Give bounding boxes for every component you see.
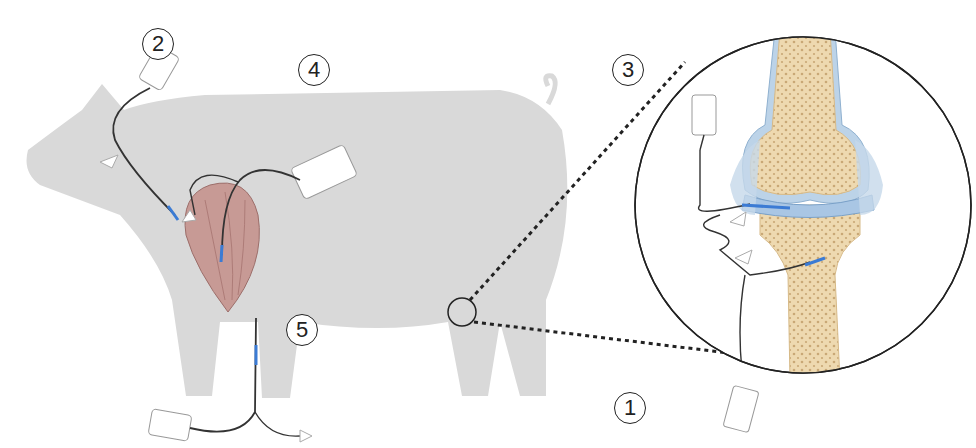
callout-number: 1: [614, 392, 646, 424]
callout-number: 3: [612, 54, 644, 86]
implant-device: [100, 45, 180, 220]
heart: [185, 183, 259, 312]
callout-number: 2: [142, 28, 174, 60]
pig-tail: [546, 76, 555, 104]
implant-device: [723, 385, 759, 432]
callout-number: 4: [298, 54, 330, 86]
pig-silhouette: [27, 84, 568, 398]
implant-device: [182, 144, 357, 262]
knee-joint: [699, 30, 883, 395]
callout-number: 5: [286, 314, 318, 346]
zoom-marker: [448, 298, 476, 326]
implant-device: [692, 95, 716, 135]
